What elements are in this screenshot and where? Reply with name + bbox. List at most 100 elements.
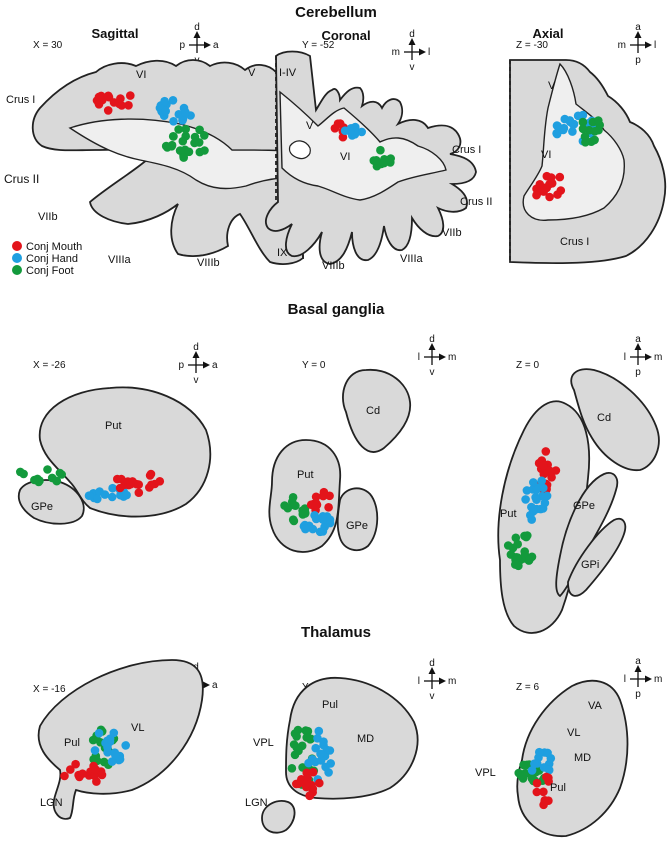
activation-dot-mouth [532,190,541,200]
activation-dot-foot [288,493,298,502]
activation-dot-mouth [116,94,125,103]
thal-axial-coord: Z = 6 [516,682,540,693]
activation-dot-foot [519,760,528,770]
activation-dot-hand [122,490,131,500]
orientation-label-up: a [635,22,641,33]
orientation-label-left: p [178,360,184,371]
label-put: Put [105,420,122,432]
activation-dot-foot [174,125,183,134]
label-viiia: VIIIa [108,254,132,266]
activation-dot-hand [84,491,94,501]
activation-dot-mouth [78,769,87,778]
activation-dot-hand [107,492,117,502]
activation-dot-hand [319,737,328,746]
label-cd: Cd [597,412,611,424]
label-put: Put [297,469,314,481]
activation-dot-hand [540,498,550,508]
activation-dot-foot [181,124,190,134]
activation-dot-hand [174,110,184,119]
activation-dot-hand [321,762,330,772]
activation-dot-hand [100,490,110,499]
activation-dot-hand [318,527,328,536]
activation-dot-hand [107,757,117,766]
activation-dot-mouth [545,192,554,202]
activation-dot-mouth [71,759,80,769]
activation-dot-foot [301,726,311,735]
activation-dot-hand [552,129,561,138]
activation-dot-foot [302,733,312,742]
activation-dot-foot [179,153,188,162]
activation-dot-hand [537,476,546,486]
activation-dot-foot [57,470,66,479]
label-vl: VL [567,727,580,739]
label-crus1: Crus I [560,236,589,248]
activation-dot-hand [318,512,328,521]
activation-dot-hand [160,96,169,106]
orientation-label-up: a [635,334,641,345]
activation-dot-mouth [311,492,321,502]
label-gpe: GPe [346,520,368,532]
activation-dot-foot [184,147,194,157]
activation-dot-mouth [124,101,133,110]
label-viiia: VIIIa [400,253,424,265]
activation-dot-foot [168,132,178,141]
label-crus1: Crus I [6,94,35,106]
activation-dot-foot [511,560,520,569]
label-pul: Pul [322,699,338,711]
label-pul: Pul [550,782,566,794]
orientation-label-down: p [635,689,641,700]
activation-dot-mouth [94,100,104,109]
orientation-label-up: d [409,29,415,40]
orientation-label-right: a [212,680,218,691]
activation-dot-mouth [134,480,143,489]
label-crus1: Crus I [452,144,481,156]
cerebellum-axial-title: Axial [532,26,563,41]
label-vi: VI [340,151,350,163]
cerebellum-coronal-coord: Y = -52 [302,40,335,51]
orientation-label-right: l [428,47,430,58]
bg-axial-dots [503,447,561,571]
thal-coronal-lgn-outline [261,800,296,834]
thal-sagittal-dots [60,725,130,786]
activation-dot-mouth [532,787,542,797]
activation-dot-mouth [330,124,340,133]
label-gpe: GPe [31,501,53,513]
activation-dot-hand [314,726,324,736]
activation-dot-mouth [539,787,548,797]
activation-dot-hand [90,746,100,755]
activation-dot-hand [316,749,325,759]
activation-dot-mouth [312,500,322,510]
label-v: V [248,67,256,79]
activation-dot-foot [288,515,298,524]
bg-coronal-dots [280,487,335,537]
activation-dot-foot [30,475,39,485]
activation-dot-mouth [308,767,318,777]
activation-dot-mouth [126,91,135,100]
activation-dot-hand [535,747,544,757]
legend-hand-swatch [12,253,22,263]
activation-dot-hand [568,127,577,136]
activation-dot-mouth [134,488,144,498]
activation-dot-hand [309,756,318,766]
activation-dot-foot [523,531,532,540]
cerebellum-sagittal-title: Sagittal [92,26,139,41]
label-pul: Pul [64,737,80,749]
activation-dot-hand [121,741,130,750]
activation-dot-foot [385,155,394,164]
activation-dot-mouth [540,797,549,806]
cerebellum-sagittal-dots [92,91,209,162]
activation-dot-mouth [60,771,69,781]
orientation-label-left: l [418,676,420,687]
activation-dot-mouth [305,791,314,801]
activation-dot-foot [19,469,28,479]
label-viib: VIIb [442,227,462,239]
activation-dot-mouth [532,778,542,788]
orientation-label-down: v [430,691,435,702]
label-viiib: VIIIb [322,260,345,272]
orientation-label-down: v [430,367,435,378]
legend-mouth-label: Conj Mouth [26,241,82,253]
